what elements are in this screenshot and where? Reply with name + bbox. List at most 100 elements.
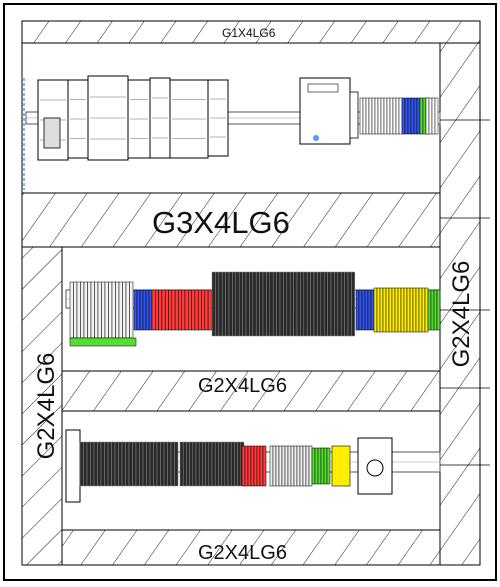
- terminal-block: [139, 441, 144, 487]
- terminal-block: [310, 271, 315, 337]
- terminal-block: [255, 271, 260, 337]
- terminal-block: [121, 441, 126, 487]
- terminal-block: [174, 441, 179, 487]
- terminal-block: [118, 281, 123, 339]
- terminal-block: [171, 289, 176, 331]
- terminal-block: [204, 289, 209, 331]
- terminal-block: [365, 97, 370, 135]
- terminal-block: [397, 287, 402, 333]
- terminal-block: [125, 441, 130, 487]
- terminal-block: [376, 287, 381, 333]
- terminal-block: [359, 97, 364, 135]
- terminal-block: [355, 289, 360, 331]
- terminal-block: [409, 287, 414, 333]
- bottom-duct-label: G2X4LG6: [198, 542, 287, 564]
- terminal-block: [303, 271, 308, 337]
- terminal-block: [238, 271, 243, 337]
- terminal-block: [125, 281, 130, 339]
- terminal-block: [186, 441, 190, 487]
- right-duct-label: G2X4LG6: [448, 260, 475, 368]
- terminal-block: [205, 441, 210, 487]
- terminal-block: [379, 287, 384, 333]
- terminal-block: [327, 271, 332, 337]
- terminal-block: [252, 271, 257, 337]
- terminal-block: [330, 271, 335, 337]
- terminal-marker-strip: [69, 337, 137, 347]
- terminal-block: [418, 287, 423, 333]
- terminal-block: [358, 289, 363, 331]
- terminal-block: [413, 97, 418, 135]
- terminal-block: [305, 445, 310, 487]
- terminal-block: [317, 271, 322, 337]
- terminal-block: [207, 289, 212, 331]
- terminal-block: [101, 281, 106, 339]
- terminal-block: [245, 271, 250, 337]
- terminal-block: [174, 289, 179, 331]
- terminal-block: [383, 97, 388, 135]
- terminal-block: [272, 271, 277, 337]
- terminal-block: [184, 289, 189, 331]
- terminal-block: [139, 289, 144, 331]
- terminal-block: [410, 97, 415, 135]
- panel-outer-frame: [3, 3, 497, 581]
- terminal-block: [182, 441, 187, 487]
- terminal-block: [221, 441, 226, 487]
- terminal-block: [430, 289, 435, 331]
- terminal-block: [289, 271, 294, 337]
- terminal-block: [90, 441, 95, 487]
- terminal-block: [69, 281, 74, 339]
- terminal-block: [347, 271, 352, 337]
- terminal-block: [86, 441, 91, 487]
- end-bracket: [349, 91, 359, 139]
- terminal-block: [178, 289, 182, 331]
- terminal-block: [87, 281, 92, 339]
- terminal-block: [94, 281, 99, 339]
- terminal-block: [227, 441, 232, 487]
- terminal-block: [266, 271, 271, 337]
- leader-lines: [440, 119, 490, 466]
- terminal-block: [374, 97, 379, 135]
- terminal-block: [107, 441, 112, 487]
- terminal-block: [167, 441, 172, 487]
- terminal-block: [406, 287, 411, 333]
- fuse-terminal: [331, 445, 351, 487]
- terminal-block: [259, 271, 264, 337]
- terminal-block: [132, 441, 137, 487]
- terminal-block: [400, 287, 405, 333]
- terminal-block: [224, 441, 229, 487]
- right-wire-duct: [439, 42, 481, 566]
- terminal-block: [276, 271, 281, 337]
- terminal-block: [320, 271, 325, 337]
- terminal-block: [395, 97, 400, 135]
- terminal-block: [364, 289, 369, 331]
- terminal-block: [313, 271, 318, 337]
- terminal-block: [314, 447, 319, 485]
- terminal-block: [232, 271, 237, 337]
- terminal-block: [394, 287, 399, 333]
- middle-duct-label: G3X4LG6: [152, 205, 290, 240]
- terminal-block: [201, 289, 206, 331]
- terminal-block: [215, 271, 220, 337]
- terminal-block: [108, 281, 113, 339]
- terminal-block: [188, 289, 192, 331]
- terminal-block: [262, 445, 267, 487]
- terminal-block: [211, 271, 216, 337]
- terminal-block: [388, 287, 393, 333]
- terminal-block: [104, 281, 109, 339]
- terminal-block: [407, 97, 412, 135]
- terminal-block: [114, 441, 119, 487]
- terminal-block: [79, 441, 84, 487]
- terminal-block: [340, 271, 345, 337]
- terminal-block: [279, 271, 284, 337]
- terminal-block: [434, 97, 439, 135]
- terminal-block: [428, 97, 433, 135]
- terminal-block: [181, 289, 186, 331]
- terminal-block: [249, 271, 254, 337]
- terminal-block: [296, 445, 301, 487]
- power-supply-terminals: [307, 83, 339, 93]
- terminal-block: [218, 441, 222, 487]
- power-supply: [299, 77, 351, 145]
- terminal-block: [269, 445, 274, 487]
